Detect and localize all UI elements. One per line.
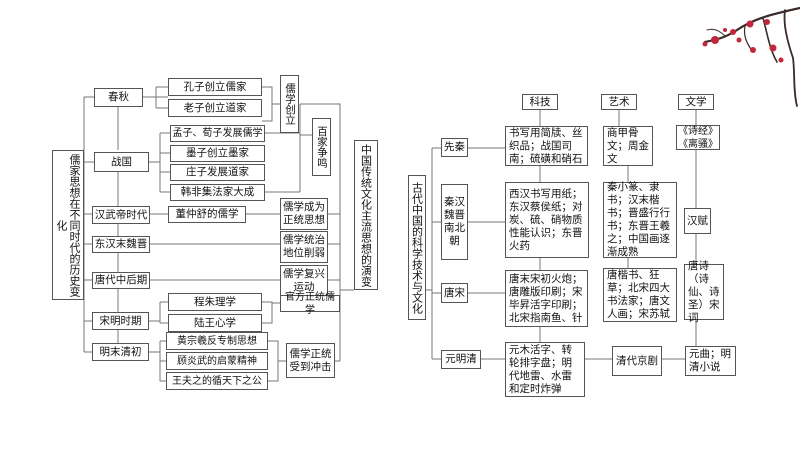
plum-blossom-decoration <box>702 6 800 107</box>
hundred-schools-box: 百家争鸣 <box>312 118 331 176</box>
era-song-ming: 宋明时期 <box>92 312 149 330</box>
wang-box: 王夫之的循天下之公 <box>166 372 268 390</box>
era-qin-han: 秦汉魏晋南北朝 <box>441 184 468 260</box>
pre-qin-art: 商甲骨文；周金文 <box>603 126 653 166</box>
ru-created-box: 儒学创立 <box>280 75 299 133</box>
mencius-box: 孟子、荀子发展儒学 <box>170 125 265 142</box>
cheng-zhu-box: 程朱理学 <box>168 293 262 311</box>
yuan-ming-qing-literature: 元曲；明清小说 <box>685 346 736 376</box>
era-warring-states: 战国 <box>94 152 149 172</box>
era-han-wu: 汉武帝时代 <box>92 206 150 224</box>
era-yuan-ming-qing: 元明清 <box>441 350 481 369</box>
tang-song-technology: 唐末宋初火炮；唐雕版印刷；宋毕昇活字印刷；北宋指南鱼、针 <box>505 270 588 327</box>
weaken-box: 儒学统治地位削弱 <box>280 231 328 263</box>
yuan-ming-qing-art: 清代京剧 <box>612 346 662 376</box>
header-technology: 科技 <box>522 94 558 110</box>
orthodox-box: 儒学成为正统思想 <box>280 198 328 230</box>
yuan-ming-qing-technology: 元木活字、转轮排字盘；明代地雷、水雷和定时炸弹 <box>505 342 585 397</box>
pre-qin-technology: 书写用简牍、丝织品；战国司南；硫磺和硝石 <box>505 126 588 166</box>
zhuangzi-box: 庄子发展道家 <box>170 164 265 181</box>
qin-han-technology: 西汉书写用纸；东汉蔡侯纸；对炭、硫、硝物质性能认识；东晋火药 <box>505 182 589 258</box>
dong-box: 董仲舒的儒学 <box>168 206 246 223</box>
header-literature: 文学 <box>678 94 714 110</box>
tang-song-art: 唐楷书、狂草；北宋四大书法家；唐文人画；宋苏轼 <box>603 268 677 322</box>
impacted-box: 儒学正统受到冲击 <box>286 343 335 378</box>
huang-box: 黄宗羲反专制思想 <box>166 332 268 350</box>
gu-box: 顾炎武的启蒙精神 <box>166 352 268 370</box>
mozi-box: 墨子创立墨家 <box>170 145 265 162</box>
header-art: 艺术 <box>601 94 637 110</box>
hanfeizi-box: 韩非集法家大成 <box>170 184 265 201</box>
center-vertical-title: 中国传统文化主流思想的演变 <box>354 140 378 290</box>
confucius-box: 孔子创立儒家 <box>168 78 262 96</box>
pre-qin-literature: 《诗经》《离骚》 <box>676 125 720 150</box>
laozi-box: 老子创立道家 <box>168 99 262 117</box>
right-vertical-title: 古代中国的科学技术与文化 <box>408 175 426 320</box>
lu-wang-box: 陆王心学 <box>168 314 262 332</box>
era-tang: 唐代中后期 <box>92 272 150 289</box>
era-tang-song: 唐宋 <box>441 283 468 303</box>
qin-han-literature: 汉赋 <box>684 208 711 234</box>
qin-han-art: 秦小篆、隶书；汉末楷书；晋盛行行书；东晋王羲之；中国画逐渐成熟 <box>603 181 677 258</box>
official-box: 官方正统儒学 <box>280 292 340 316</box>
era-spring-autumn: 春秋 <box>94 88 143 107</box>
tang-song-literature: 唐诗（诗仙、诗圣）宋词 <box>684 260 724 324</box>
era-east-han: 东汉末魏晋 <box>92 236 150 253</box>
era-ming-qing: 明末清初 <box>92 343 149 361</box>
era-pre-qin: 先秦 <box>441 138 468 157</box>
left-vertical-title: 儒家思想在不同时代的历史变化 <box>52 150 84 300</box>
